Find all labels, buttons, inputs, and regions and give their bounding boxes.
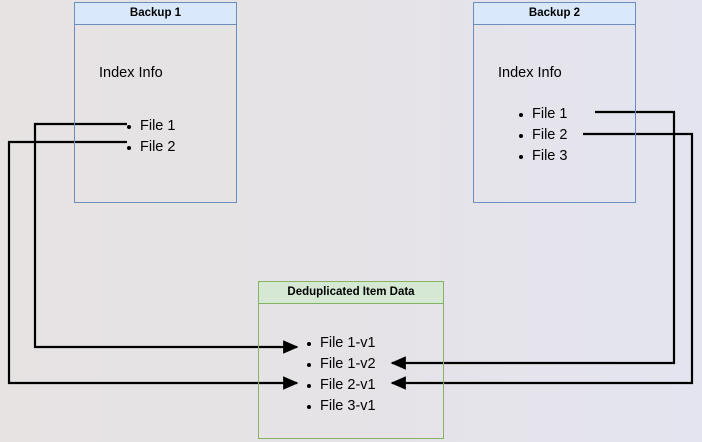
node-deduplicated-item-data-body: File 1-v1 File 1-v2 File 2-v1 File 3-v1 bbox=[259, 304, 443, 438]
list-item: File 2 bbox=[517, 125, 567, 146]
node-backup-2[interactable]: Backup 2 Index Info File 1 File 2 File 3 bbox=[473, 2, 636, 203]
node-backup-1-index-label: Index Info bbox=[99, 65, 163, 81]
list-item: File 2 bbox=[125, 137, 175, 158]
list-item: File 3-v1 bbox=[305, 396, 376, 417]
node-deduplicated-file-list: File 1-v1 File 1-v2 File 2-v1 File 3-v1 bbox=[305, 333, 376, 417]
node-backup-1-header: Backup 1 bbox=[75, 3, 236, 25]
node-backup-2-file-list: File 1 File 2 File 3 bbox=[517, 104, 567, 167]
list-item: File 1-v1 bbox=[305, 333, 376, 354]
node-backup-1[interactable]: Backup 1 Index Info File 1 File 2 bbox=[74, 2, 237, 203]
list-item: File 2-v1 bbox=[305, 375, 376, 396]
list-item: File 3 bbox=[517, 146, 567, 167]
node-backup-1-file-list: File 1 File 2 bbox=[125, 116, 175, 158]
node-backup-2-header: Backup 2 bbox=[474, 3, 635, 25]
node-backup-2-body: Index Info File 1 File 2 File 3 bbox=[474, 25, 635, 202]
node-backup-2-index-label: Index Info bbox=[498, 65, 562, 81]
node-backup-1-body: Index Info File 1 File 2 bbox=[75, 25, 236, 202]
list-item: File 1-v2 bbox=[305, 354, 376, 375]
node-deduplicated-item-data-header: Deduplicated Item Data bbox=[259, 282, 443, 304]
list-item: File 1 bbox=[125, 116, 175, 137]
list-item: File 1 bbox=[517, 104, 567, 125]
node-deduplicated-item-data[interactable]: Deduplicated Item Data File 1-v1 File 1-… bbox=[258, 281, 444, 439]
